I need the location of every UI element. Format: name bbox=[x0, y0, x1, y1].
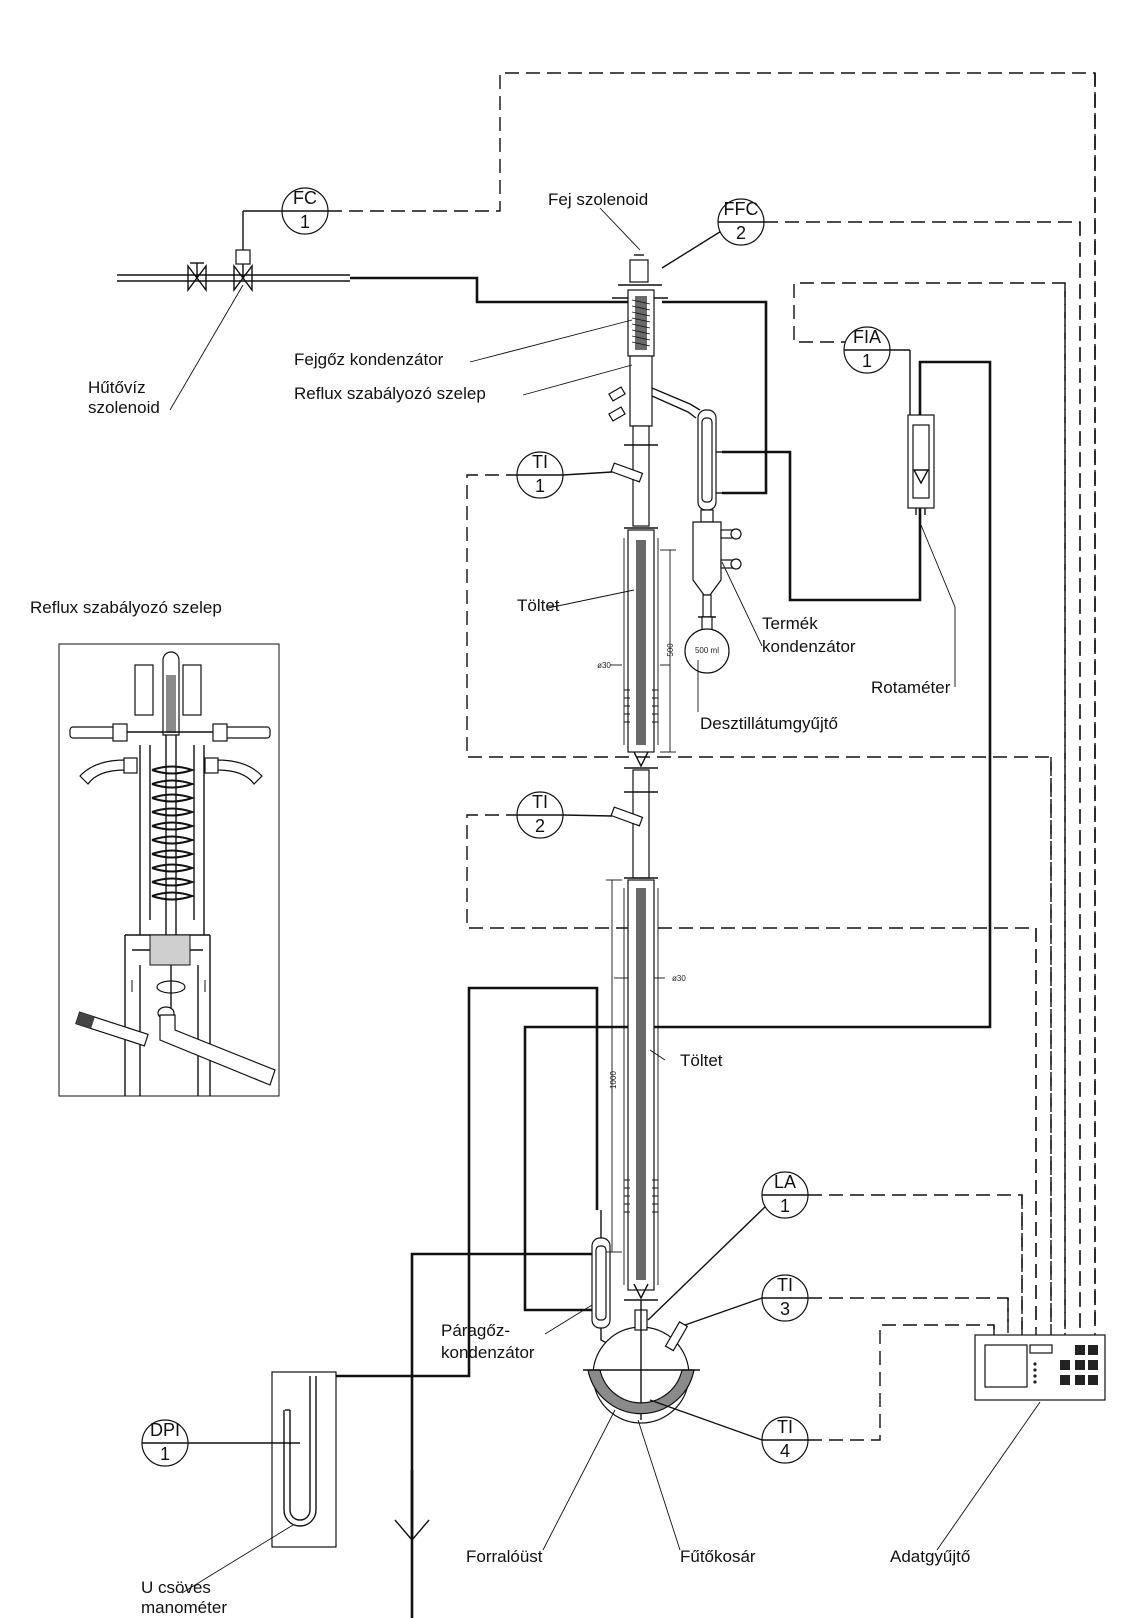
reflux-valve-detail-inset bbox=[58, 643, 280, 1097]
instrument-fia: FIA 1 bbox=[843, 326, 911, 415]
data-logger bbox=[974, 1334, 1106, 1401]
label-adatgyujto: Adatgyűjtő bbox=[890, 1547, 970, 1566]
fc-tag: FC bbox=[293, 188, 317, 208]
heating-mantle bbox=[583, 1369, 700, 1415]
flask-volume: 500 ml bbox=[695, 646, 719, 655]
rotameter-device bbox=[907, 362, 935, 540]
instrument-ti-1: TI 1 bbox=[516, 451, 613, 499]
label-futokosar: Fűtőkosár bbox=[680, 1547, 756, 1566]
label-reflux-szelep: Reflux szabályozó szelep bbox=[294, 384, 486, 403]
dimension-lines bbox=[606, 549, 676, 1253]
drain-symbol bbox=[394, 1470, 430, 1575]
solenoid-valve bbox=[233, 210, 282, 293]
label-fej-szolenoid: Fej szolenoid bbox=[548, 190, 648, 209]
ffc-tag: FFC bbox=[724, 199, 759, 219]
instrument-ffc: FFC 2 bbox=[661, 198, 765, 269]
ti3-number: 3 bbox=[780, 1299, 790, 1319]
manual-valve bbox=[187, 262, 207, 293]
instrument-la-1: LA 1 bbox=[647, 1171, 809, 1321]
ti2-number: 2 bbox=[535, 816, 545, 836]
label-hutoviz-2: szolenoid bbox=[88, 398, 160, 417]
label-rotameter: Rotaméter bbox=[871, 678, 951, 697]
fia-tag: FIA bbox=[853, 327, 881, 347]
ti4-number: 4 bbox=[780, 1441, 790, 1461]
label-fejgoz-kondenzator: Fejgőz kondenzátor bbox=[294, 350, 444, 369]
inset-title: Reflux szabályozó szelep bbox=[30, 598, 222, 617]
instrument-ti-3: TI 3 bbox=[684, 1274, 809, 1326]
label-u-csoves-2: manométer bbox=[141, 1598, 227, 1617]
label-forraloust: Forralóüst bbox=[466, 1547, 543, 1566]
ti2-tag: TI bbox=[532, 792, 548, 812]
fia-number: 1 bbox=[862, 351, 872, 371]
signal-line-ends bbox=[993, 73, 1096, 1335]
label-termek-2: kondenzátor bbox=[762, 637, 856, 656]
distillation-column bbox=[608, 254, 701, 1301]
label-paragoz-1: Páragőz- bbox=[441, 1321, 510, 1340]
distillate-flask: 500 ml bbox=[684, 616, 730, 674]
label-toltet-upper: Töltet bbox=[517, 596, 560, 615]
instrument-ti-4: TI 4 bbox=[649, 1399, 809, 1464]
ti1-tag: TI bbox=[532, 452, 548, 472]
lower-length-dim: 1000 bbox=[609, 1071, 618, 1089]
product-condenser bbox=[692, 409, 742, 618]
la1-tag: LA bbox=[774, 1172, 796, 1192]
label-termek-1: Termék bbox=[762, 614, 818, 633]
u-tube-manometer bbox=[271, 1371, 337, 1548]
instrument-dpi-1: DPI 1 bbox=[141, 1419, 300, 1467]
label-desztillatumgyujto: Desztillátumgyűjtő bbox=[700, 714, 838, 733]
ti4-tag: TI bbox=[777, 1417, 793, 1437]
label-paragoz-2: kondenzátor bbox=[441, 1343, 535, 1362]
ti3-tag: TI bbox=[777, 1275, 793, 1295]
dpi-number: 1 bbox=[160, 1444, 170, 1464]
ffc-number: 2 bbox=[736, 223, 746, 243]
la1-number: 1 bbox=[780, 1196, 790, 1216]
upper-length-dim: 500 bbox=[666, 643, 675, 657]
label-hutoviz-1: Hűtővíz bbox=[88, 378, 146, 397]
instrument-ti-2: TI 2 bbox=[516, 791, 613, 839]
ti1-number: 1 bbox=[535, 476, 545, 496]
lower-diameter-dim: ø30 bbox=[672, 974, 686, 983]
upper-diameter-dim: ø30 bbox=[597, 661, 611, 670]
label-u-csoves-1: U csöves bbox=[141, 1578, 211, 1597]
label-toltet-lower: Töltet bbox=[680, 1051, 723, 1070]
instrument-fc: FC 1 bbox=[281, 187, 329, 235]
leader-lines bbox=[169, 207, 1041, 1594]
fc-number: 1 bbox=[300, 212, 310, 232]
dpi-tag: DPI bbox=[150, 1420, 180, 1440]
